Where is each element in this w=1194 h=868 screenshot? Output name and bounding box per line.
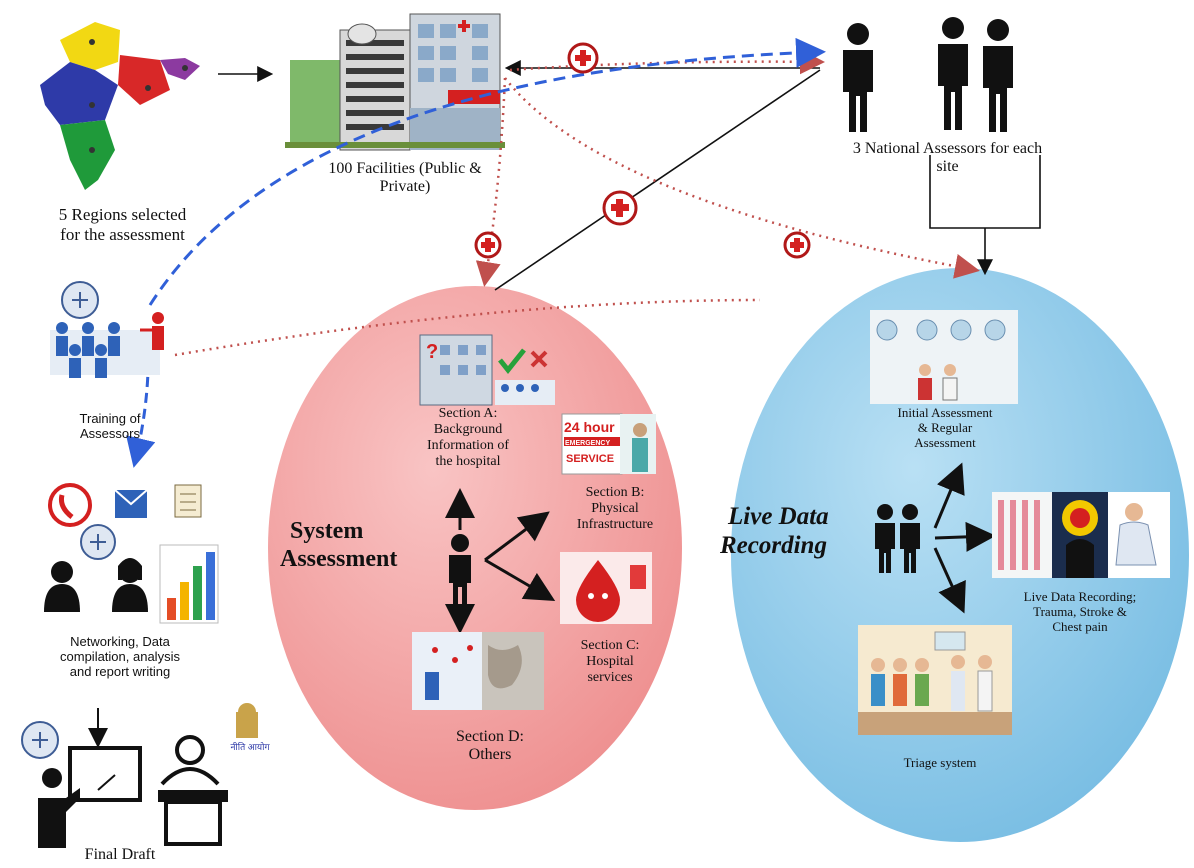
live-title-line-1: Live Data [728,503,829,530]
section-a-line-2: Background [433,422,503,438]
initial-line-2: & Regular [917,419,973,435]
training-line-2: Assessors [80,425,140,441]
bar-chart-icon [159,544,219,624]
section-c-label: Section C: Hospital services [560,638,660,686]
networking-line-3: and report writing [69,663,171,679]
hospital-sketch-icon: ? [419,334,555,406]
section-a-label: Section A: Background Information of the… [408,406,528,470]
emblem-icon [80,524,116,560]
svg-text:?: ? [426,341,438,363]
networking-label: Networking, Data compilation, analysis a… [20,634,220,680]
hospital-building-icon [285,13,505,151]
assessors-line-1: 3 National Assessors for each [852,140,1043,157]
section-a-line-4: the hospital [435,454,501,470]
section-c-line-2: Hospital [586,654,634,670]
section-b-line-2: Physical [591,501,639,517]
presentation-icon [21,721,228,848]
regions-label: 5 Regions selected for the assessment [25,205,220,244]
section-c-line-1: Section C: [580,638,640,653]
svg-text:SERVICE: SERVICE [566,453,614,465]
regions-line-2: for the assessment [60,224,185,244]
live-title-line-2: Recording [720,531,827,559]
cross-badge [783,231,811,259]
mail-icon [114,489,148,518]
people-icon [843,17,1013,132]
phone-icon [48,483,92,527]
recording-line-1: Live Data Recording; [1023,589,1137,604]
regions-line-1: 5 Regions selected [58,205,187,224]
scroll-icon [174,484,202,518]
section-b-line-1: Section B: [585,485,645,500]
user-icon [44,558,148,612]
initial-line-3: Assessment [914,434,976,450]
patients-figure-icon [875,504,920,573]
live-title: Live Data Recording [720,503,870,561]
section-b-label: Section B: Physical Infrastructure [555,485,675,533]
assessors-line-2: site [936,158,959,176]
triage-label: Triage system [903,755,977,770]
networking-line-1: Networking, Data [70,634,170,649]
cross-badge [567,42,599,74]
networking-line-2: compilation, analysis [60,648,180,664]
facilities-label: 100 Facilities (Public & Private) [290,160,520,197]
live-recording-label: Live Data Recording; Trauma, Stroke & Ch… [1000,589,1160,635]
classroom-icon [50,281,164,378]
svg-text:24 hour: 24 hour [564,419,615,435]
section-d-line-1: Section D: [456,728,524,745]
cross-badge [474,231,502,259]
training-label: Training of Assessors [50,411,170,442]
training-line-1: Training of [79,411,141,426]
section-c-line-3: services [587,670,633,686]
assessors-label: 3 National Assessors for each site [830,140,1065,177]
system-title: System Assessment [280,518,450,573]
facilities-line-1: 100 Facilities (Public & [328,160,482,177]
final-draft-label: Final Draft [84,846,156,863]
emergency-service-icon: 24 hour EMERGENCY SERVICE [561,413,656,475]
triage-waiting-room-icon [858,625,1012,735]
niti-aayog-label: नीति आयोग [230,742,270,752]
section-d-line-2: Others [468,746,512,764]
system-title-line-2: Assessment [280,545,398,572]
recording-line-2: Trauma, Stroke & [1033,603,1127,619]
initial-assessment-label: Initial Assessment & Regular Assessment [870,405,1020,451]
section-d-label: Section D: Others [425,728,555,765]
initial-assessment-icon [870,310,1018,404]
section-a-line-3: Information of [426,438,510,454]
facilities-line-2: Private) [379,178,431,196]
others-collage-icon [412,632,544,710]
blood-drop-icon [560,552,652,624]
cross-badge [602,190,638,226]
recording-line-3: Chest pain [1052,618,1108,634]
system-title-line-1: System [290,518,364,544]
trauma-stroke-chest-icon [992,492,1170,578]
section-b-line-3: Infrastructure [576,517,654,533]
section-a-line-1: Section A: [438,406,498,421]
india-map-icon [40,22,200,190]
emblem-seal-icon [236,703,258,738]
svg-text:EMERGENCY: EMERGENCY [565,440,610,447]
initial-line-1: Initial Assessment [897,405,993,420]
assessor-figure-icon [449,534,471,611]
